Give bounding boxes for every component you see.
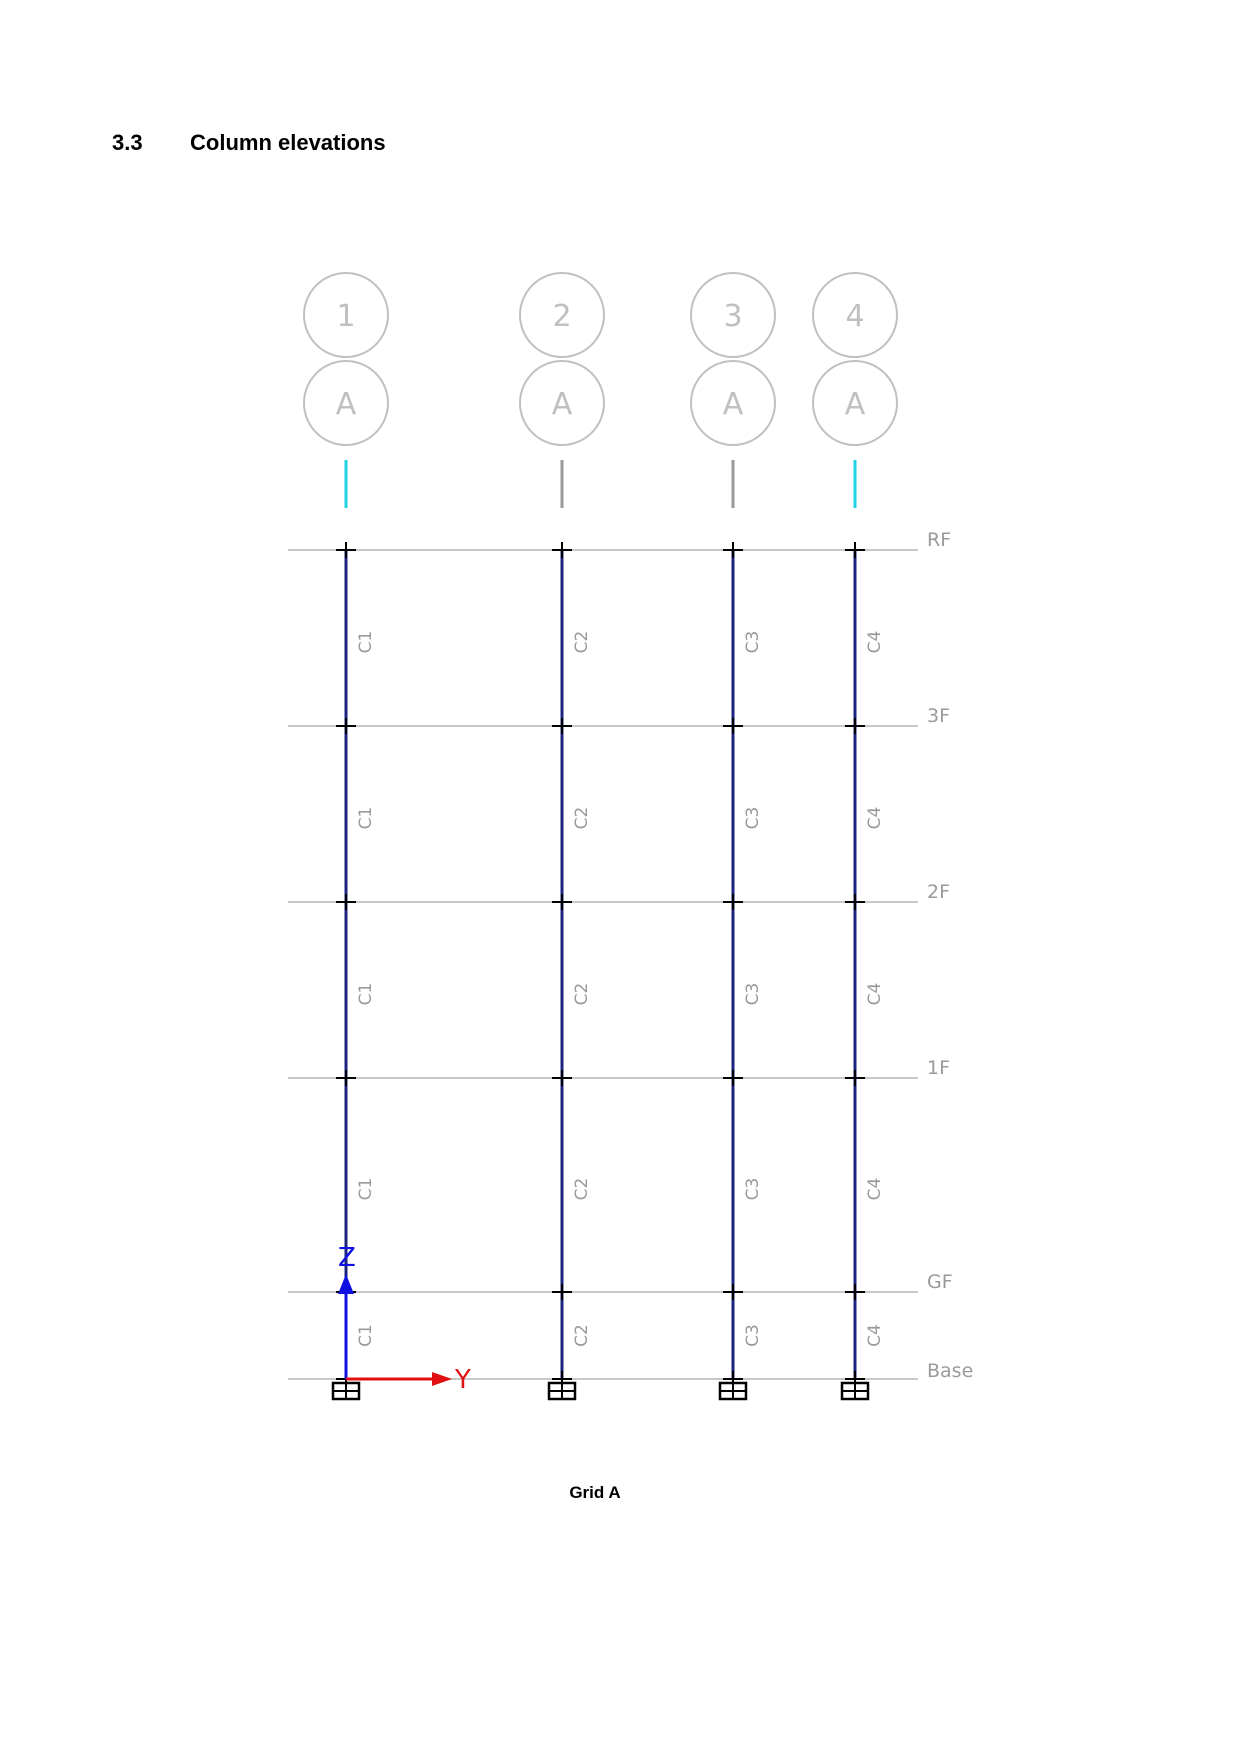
column-label: C1 bbox=[356, 1324, 376, 1347]
column-label: C2 bbox=[572, 1178, 592, 1201]
column-label: C4 bbox=[865, 807, 885, 830]
section-title: Column elevations bbox=[190, 130, 386, 155]
grid-bubble-number bbox=[303, 272, 389, 358]
section-number: 3.3 bbox=[112, 130, 143, 155]
column-label: C3 bbox=[743, 1324, 763, 1347]
grid-bubble-number bbox=[812, 272, 898, 358]
z-axis-arrow-icon bbox=[338, 1274, 354, 1294]
column-label: C3 bbox=[743, 983, 763, 1006]
grid-number-label: 3 bbox=[723, 299, 742, 334]
grid-bubble-number bbox=[519, 272, 605, 358]
column-label: C3 bbox=[743, 1178, 763, 1201]
figure-caption: Grid A bbox=[569, 1483, 621, 1502]
grid-bubble-letter bbox=[303, 360, 389, 446]
level-label-base: Base bbox=[927, 1360, 973, 1382]
grid-number-label: 2 bbox=[552, 299, 571, 334]
y-axis-arrow-icon bbox=[432, 1372, 452, 1386]
level-label-1f: 1F bbox=[927, 1057, 950, 1079]
column-label: C2 bbox=[572, 631, 592, 654]
grid-letter-label: A bbox=[845, 387, 866, 422]
grid-letter-label: A bbox=[552, 387, 573, 422]
column-label: C1 bbox=[356, 807, 376, 830]
grid-letter-label: A bbox=[336, 387, 357, 422]
y-axis-label: Y bbox=[454, 1365, 471, 1395]
grid-number-label: 4 bbox=[845, 299, 864, 334]
column-label: C4 bbox=[865, 1178, 885, 1201]
section-heading: 3.3 Column elevations bbox=[112, 130, 386, 156]
column-label: C4 bbox=[865, 631, 885, 654]
grid-bubble-letter bbox=[690, 360, 776, 446]
column-label: C4 bbox=[865, 1324, 885, 1347]
level-label-3f: 3F bbox=[927, 705, 950, 727]
grid-number-label: 1 bbox=[336, 299, 355, 334]
column-label: C1 bbox=[356, 631, 376, 654]
grid-bubble-letter bbox=[812, 360, 898, 446]
column-label: C3 bbox=[743, 807, 763, 830]
column-label: C3 bbox=[743, 631, 763, 654]
grid-bubble-letter bbox=[519, 360, 605, 446]
level-label-2f: 2F bbox=[927, 881, 950, 903]
column-label: C2 bbox=[572, 807, 592, 830]
level-label-rf: RF bbox=[927, 529, 951, 551]
column-label: C2 bbox=[572, 1324, 592, 1347]
column-label: C1 bbox=[356, 1178, 376, 1201]
column-label: C4 bbox=[865, 983, 885, 1006]
column-label: C2 bbox=[572, 983, 592, 1006]
level-label-gf: GF bbox=[927, 1271, 953, 1293]
grid-letter-label: A bbox=[723, 387, 744, 422]
z-axis-label: Z bbox=[338, 1243, 356, 1273]
column-label: C1 bbox=[356, 983, 376, 1006]
grid-bubble-number bbox=[690, 272, 776, 358]
